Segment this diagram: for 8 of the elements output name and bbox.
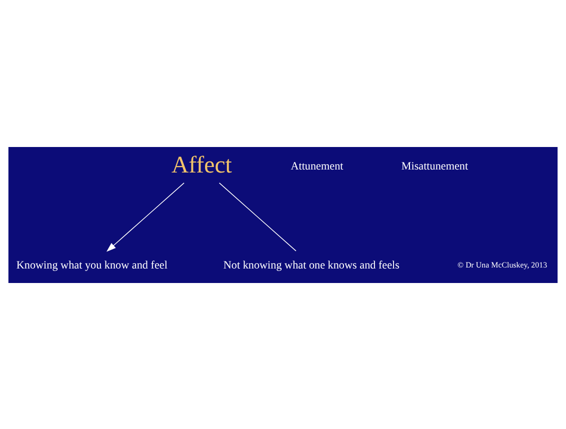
connector [218,182,296,251]
label: © Dr Una McCluskey, 2013 [458,260,548,269]
node-text: Affect [171,152,232,178]
node-text: Not knowing what one knows and feels [223,258,400,271]
label: Misattunement [401,160,468,172]
label: Attunement [290,160,344,172]
node-text: Knowing what you know and feel [16,258,168,271]
arrow [106,182,184,252]
